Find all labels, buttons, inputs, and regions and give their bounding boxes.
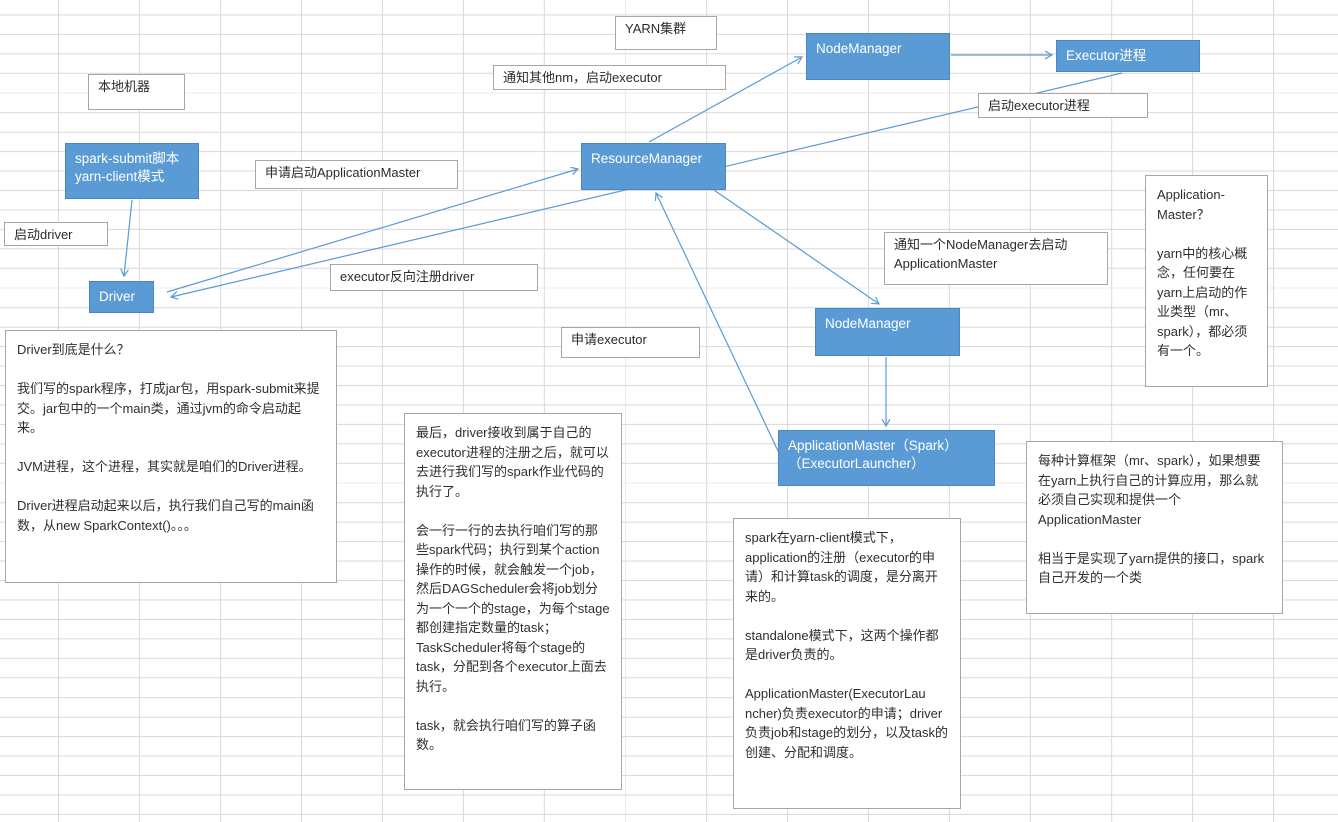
- node-resource-manager[interactable]: ResourceManager: [581, 143, 726, 190]
- note-am-note[interactable]: Application- Master？ yarn中的核心概念，任何要在yarn…: [1145, 175, 1268, 387]
- label-executor-reverse-register[interactable]: executor反向注册driver: [330, 264, 538, 291]
- note-driver-note[interactable]: Driver到底是什么？ 我们写的spark程序，打成jar包，用spark-s…: [5, 330, 337, 583]
- node-node-manager-top[interactable]: NodeManager: [806, 33, 950, 80]
- label-local-machine[interactable]: 本地机器: [88, 74, 185, 110]
- note-framework-note[interactable]: 每种计算框架（mr、spark），如果想要在yarn上执行自己的计算应用，那么就…: [1026, 441, 1283, 614]
- label-notify-one-nm[interactable]: 通知一个NodeManager去启动 ApplicationMaster: [884, 232, 1108, 285]
- connector-rm-to-bottom-nm[interactable]: [713, 189, 879, 304]
- connector-am-to-rm[interactable]: [656, 193, 780, 454]
- label-start-executor-process[interactable]: 启动executor进程: [978, 93, 1148, 118]
- connector-driver-to-rm[interactable]: [166, 169, 578, 293]
- note-separation-note[interactable]: spark在yarn-client模式下，application的注册（exec…: [733, 518, 961, 809]
- node-executor-process[interactable]: Executor进程: [1056, 40, 1200, 72]
- label-apply-executor[interactable]: 申请executor: [561, 327, 700, 358]
- node-application-master[interactable]: ApplicationMaster（Spark） （ExecutorLaunch…: [778, 430, 995, 486]
- connector-spark-submit-to-driver[interactable]: [124, 199, 133, 276]
- label-notify-other-nm[interactable]: 通知其他nm，启动executor: [493, 65, 726, 90]
- node-node-manager-bottom[interactable]: NodeManager: [815, 308, 960, 356]
- node-spark-submit[interactable]: spark-submit脚本 yarn-client模式: [65, 143, 199, 199]
- label-apply-start-am[interactable]: 申请启动ApplicationMaster: [255, 160, 458, 189]
- label-start-driver[interactable]: 启动driver: [4, 222, 108, 246]
- node-driver[interactable]: Driver: [89, 281, 154, 313]
- label-yarn-cluster[interactable]: YARN集群: [615, 16, 717, 50]
- note-task-note[interactable]: 最后，driver接收到属于自己的executor进程的注册之后，就可以去进行我…: [404, 413, 622, 790]
- connector-rm-to-top-nm[interactable]: [648, 57, 802, 143]
